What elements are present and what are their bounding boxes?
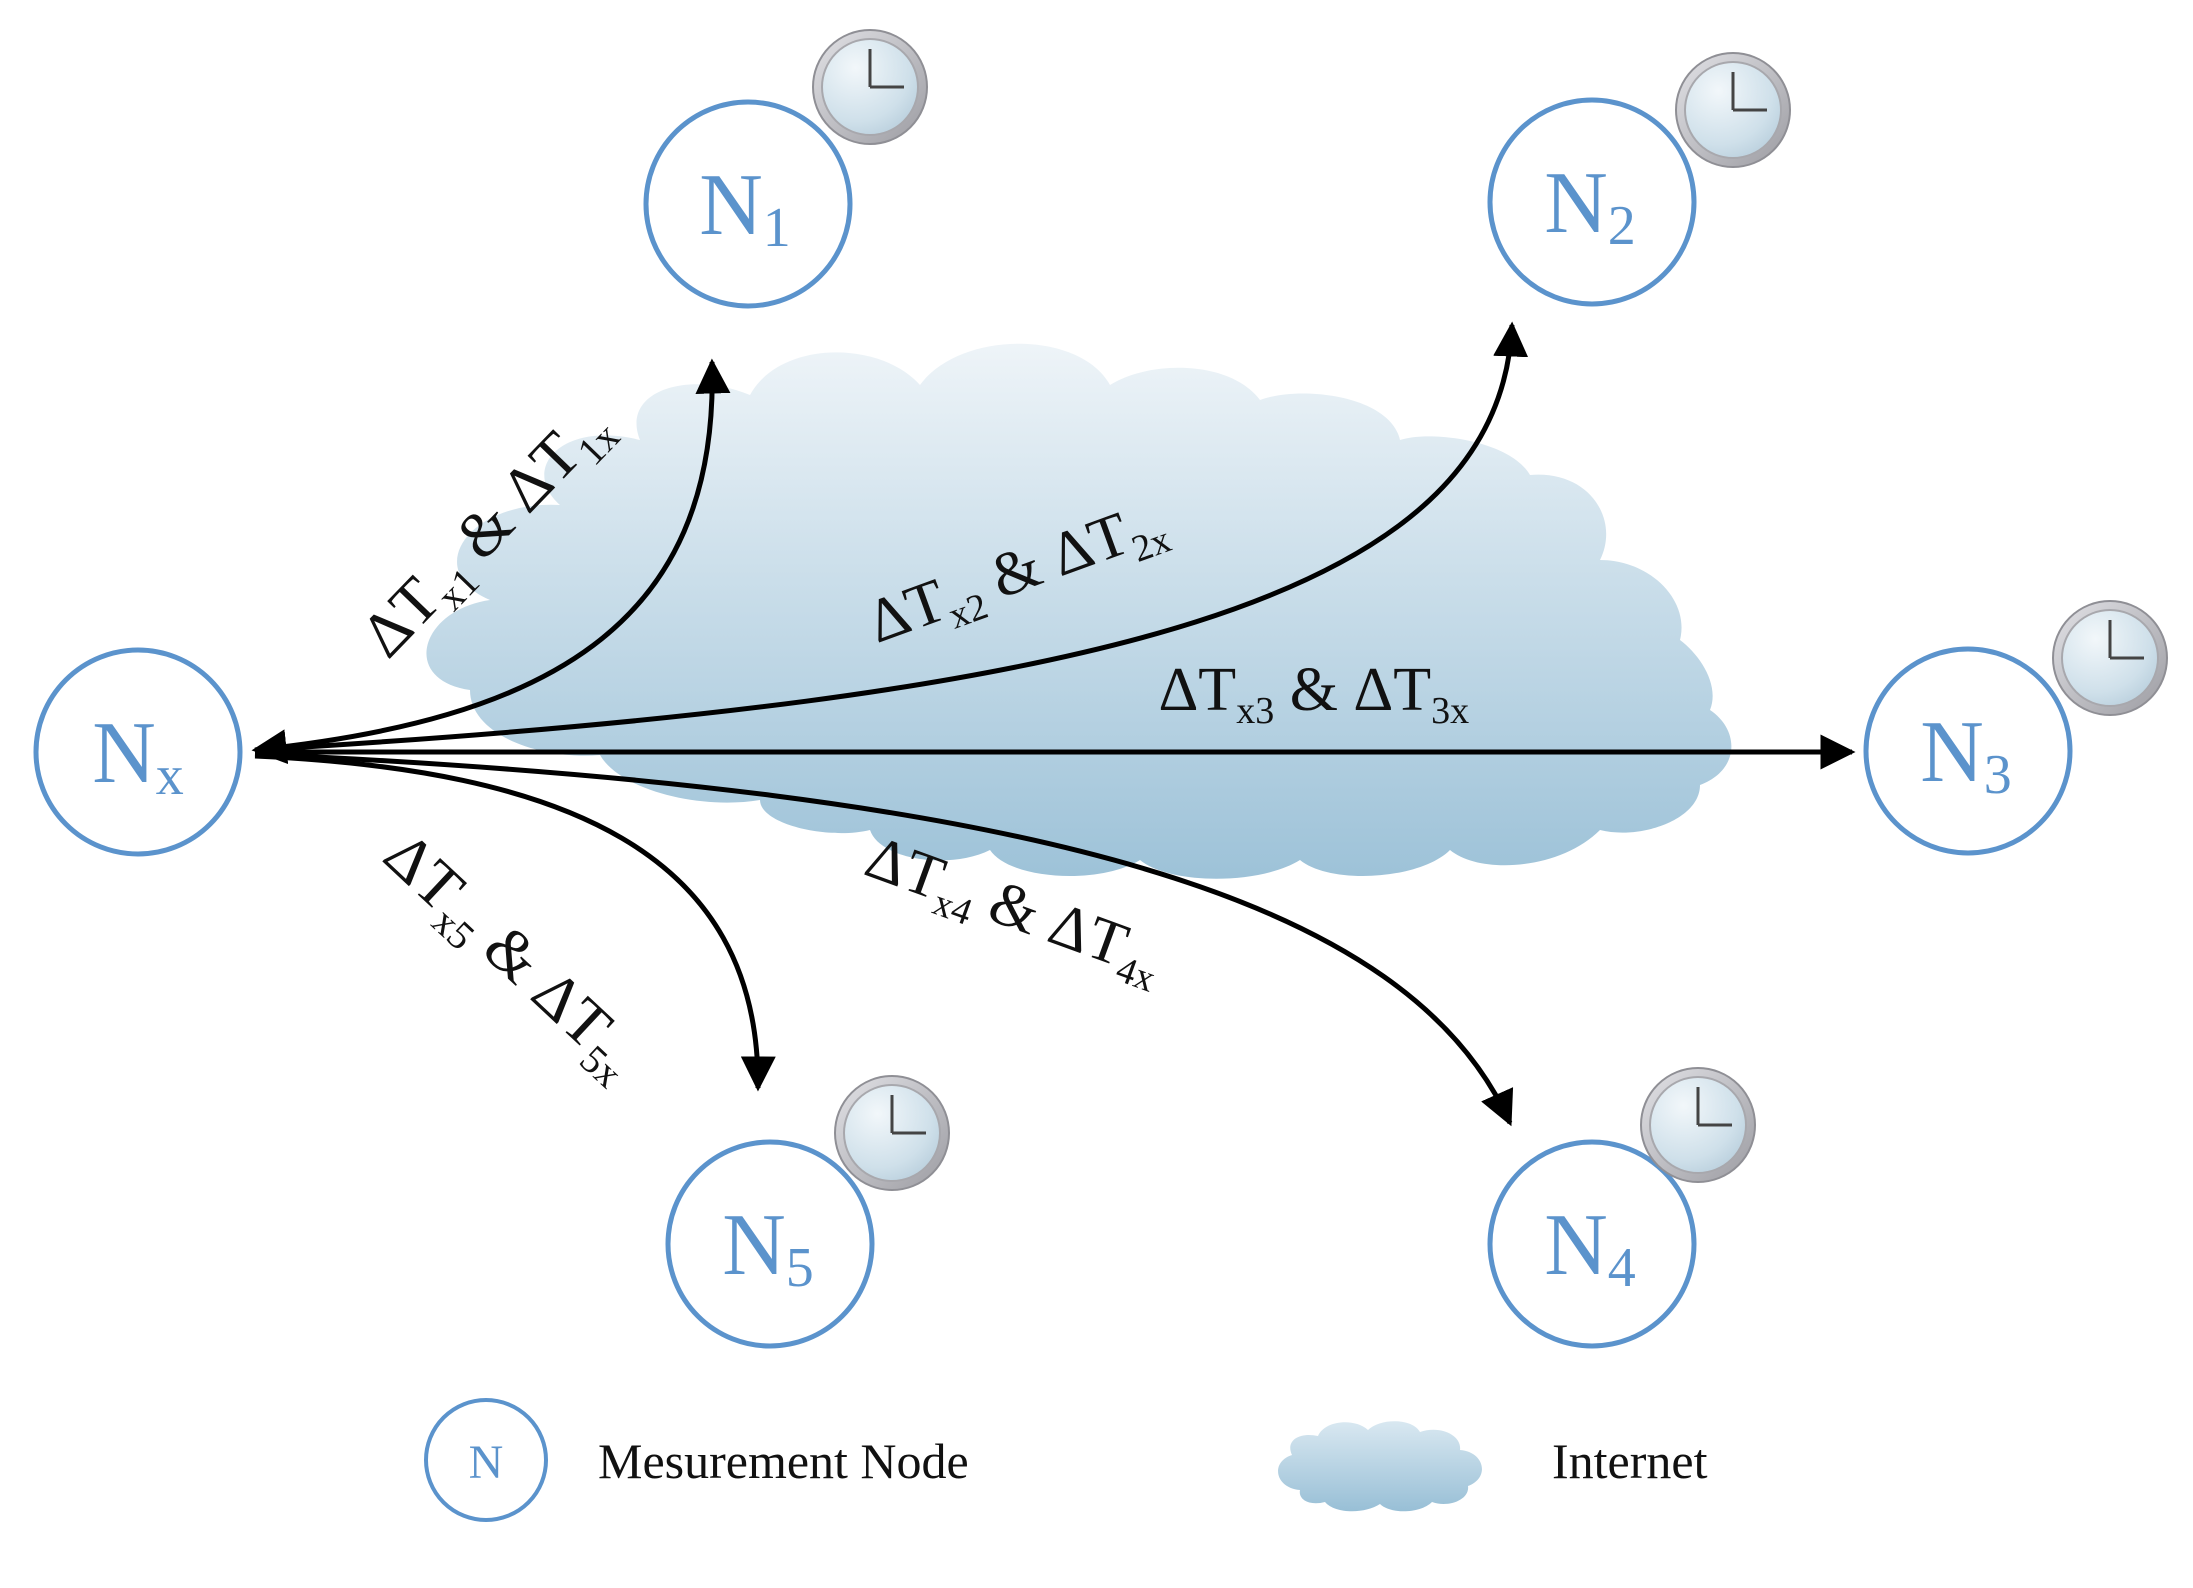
edge-nx-n1: [251, 358, 731, 765]
node-n1: N1: [643, 99, 853, 309]
legend-node-letter: N: [469, 1436, 504, 1489]
legend-node-label: Mesurement Node: [598, 1433, 969, 1489]
node-n3-label: N3: [1920, 704, 2012, 806]
clock-icon: [1640, 1067, 1756, 1183]
internet-cloud-icon: [426, 343, 1732, 879]
clock-icon: [834, 1075, 950, 1191]
legend-cloud-icon: [1278, 1421, 1482, 1512]
edge-nx-n5: [254, 753, 776, 1092]
legend-node-symbol: N: [424, 1398, 548, 1522]
edge-label-x5: ΔTx5 & ΔT5x: [282, 744, 714, 1154]
node-n4: N4: [1487, 1139, 1697, 1349]
node-n2-label: N2: [1544, 155, 1636, 257]
edge-label-x3: ΔTx3 & ΔT3x: [1053, 656, 1546, 737]
node-n4-label: N4: [1544, 1197, 1636, 1299]
legend-internet-label: Internet: [1552, 1433, 1708, 1489]
clock-icon: [812, 29, 928, 145]
node-n2: N2: [1487, 97, 1697, 307]
legend: N Mesurement Node Internet: [424, 1398, 1708, 1522]
node-n5: N5: [665, 1139, 875, 1349]
edges: [251, 321, 1856, 1127]
clock-icon: [2052, 600, 2168, 716]
edge-nx-n2: [254, 321, 1529, 753]
edge-nx-n4: [254, 751, 1514, 1127]
node-nx: Nx: [33, 647, 243, 857]
node-nx-label: Nx: [92, 705, 184, 807]
node-n1-label: N1: [699, 157, 791, 259]
clock-icon: [1675, 52, 1791, 168]
node-n5-label: N5: [722, 1197, 814, 1299]
node-n3: N3: [1863, 646, 2073, 856]
